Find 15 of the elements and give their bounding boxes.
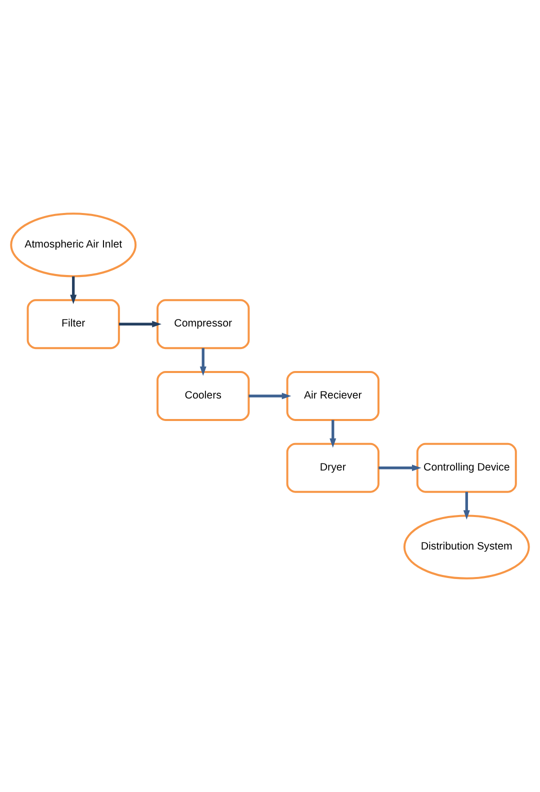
arrow: [248, 392, 292, 400]
node-ellipse: Distribution System: [403, 514, 530, 580]
arrow: [200, 348, 206, 376]
node-ellipse: Atmospheric Air Inlet: [10, 212, 137, 278]
arrow: [378, 464, 422, 472]
node-box: Dryer: [286, 442, 380, 493]
node-box: Coolers: [156, 371, 250, 421]
arrow: [330, 420, 336, 448]
arrow: [463, 492, 470, 520]
node-box: Controlling Device: [416, 442, 517, 493]
node-box: Compressor: [156, 299, 250, 350]
node-box: Filter: [26, 299, 120, 350]
node-box: Air Reciever: [286, 371, 380, 421]
arrow: [118, 320, 162, 328]
arrow: [70, 276, 77, 304]
